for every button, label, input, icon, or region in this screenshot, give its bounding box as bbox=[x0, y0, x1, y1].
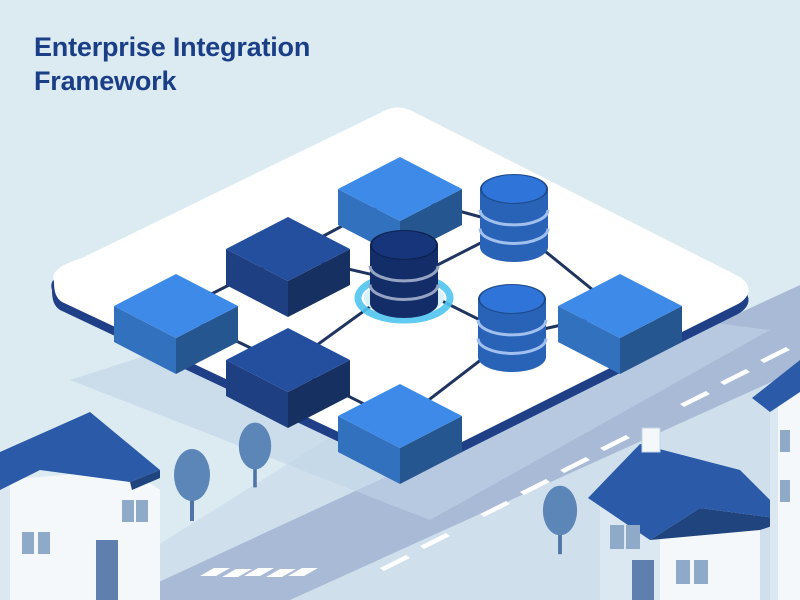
house-window bbox=[626, 525, 640, 549]
crosswalk-stripe bbox=[222, 569, 252, 577]
block-top-face bbox=[338, 384, 462, 448]
database-top-face bbox=[480, 285, 544, 313]
block-bottom bbox=[338, 384, 462, 484]
house-window bbox=[694, 560, 708, 584]
tree bbox=[238, 422, 272, 488]
crosswalk-stripe bbox=[200, 568, 230, 576]
tree-crown bbox=[238, 422, 272, 470]
block-top-face bbox=[338, 157, 462, 221]
database-top-face bbox=[482, 175, 546, 203]
block-top-face bbox=[114, 274, 238, 338]
house-door bbox=[96, 540, 118, 600]
tree-crown bbox=[542, 485, 578, 536]
house-roof bbox=[588, 444, 790, 540]
block-right-face bbox=[288, 360, 350, 428]
house-door bbox=[632, 560, 654, 600]
block-left-face bbox=[114, 306, 176, 374]
road-dash bbox=[420, 533, 450, 549]
block-top-face bbox=[226, 328, 350, 392]
block-top-face bbox=[226, 217, 350, 281]
block-right bbox=[558, 274, 682, 374]
block-left-face bbox=[226, 360, 288, 428]
house-window bbox=[676, 560, 690, 584]
house-wall bbox=[0, 470, 160, 600]
database-band bbox=[476, 319, 548, 337]
database-top-face bbox=[372, 231, 436, 259]
house-side-wall bbox=[0, 470, 10, 600]
tree-trunk bbox=[253, 455, 257, 488]
house-far-right bbox=[752, 360, 800, 600]
road-dash bbox=[380, 555, 410, 571]
tree-trunk bbox=[190, 485, 194, 521]
road-markings bbox=[380, 347, 790, 571]
tree-trunk bbox=[558, 520, 562, 555]
block-right-face bbox=[400, 416, 462, 484]
crosswalk bbox=[200, 568, 318, 577]
block-upper-left bbox=[226, 217, 350, 317]
road-dash bbox=[720, 369, 750, 385]
chimney bbox=[641, 427, 661, 453]
road-dash bbox=[560, 457, 590, 473]
road-dash bbox=[600, 435, 630, 451]
database-upper-right bbox=[478, 174, 550, 262]
house-roof-edge bbox=[650, 508, 790, 540]
block-left-face bbox=[558, 306, 620, 374]
house-window bbox=[780, 480, 790, 502]
house-right bbox=[588, 444, 790, 600]
house-roof bbox=[0, 412, 160, 490]
house-roof-edge bbox=[130, 470, 160, 490]
title-line-2: Framework bbox=[34, 66, 177, 96]
house-window bbox=[38, 532, 50, 554]
database-band bbox=[368, 265, 440, 283]
block-left-face bbox=[226, 249, 288, 317]
house-window bbox=[610, 525, 624, 549]
house-window bbox=[122, 500, 134, 522]
block-left bbox=[114, 274, 238, 374]
block-left-face bbox=[338, 416, 400, 484]
crosswalk-stripe bbox=[288, 568, 318, 576]
title-line-1: Enterprise Integration bbox=[34, 32, 311, 62]
database-hub bbox=[368, 230, 440, 318]
database-band bbox=[478, 228, 550, 245]
road-dash bbox=[760, 347, 790, 363]
house-left bbox=[0, 412, 160, 600]
block-right-face bbox=[620, 306, 682, 374]
page-title: Enterprise Integration Framework bbox=[34, 30, 310, 98]
block-top-face bbox=[558, 274, 682, 338]
road-dash bbox=[480, 501, 510, 517]
block-right-face bbox=[176, 306, 238, 374]
tree bbox=[542, 485, 578, 555]
tree-crown bbox=[174, 449, 210, 501]
house-roof bbox=[752, 360, 800, 412]
tree bbox=[174, 449, 210, 521]
road-dash bbox=[520, 479, 550, 495]
house-window bbox=[22, 532, 34, 554]
database-band bbox=[368, 284, 440, 301]
database-band bbox=[476, 338, 548, 355]
database-lower-right bbox=[476, 284, 548, 372]
crosswalk-stripe bbox=[266, 569, 296, 577]
integration-platform bbox=[51, 107, 749, 484]
house-window bbox=[136, 500, 148, 522]
database-band bbox=[478, 209, 550, 227]
block-right-face bbox=[288, 249, 350, 317]
house-side-wall bbox=[770, 400, 778, 600]
crosswalk-stripe bbox=[244, 568, 274, 576]
house-window bbox=[780, 430, 790, 452]
block-lower-left bbox=[226, 328, 350, 428]
road-dash bbox=[680, 391, 710, 407]
